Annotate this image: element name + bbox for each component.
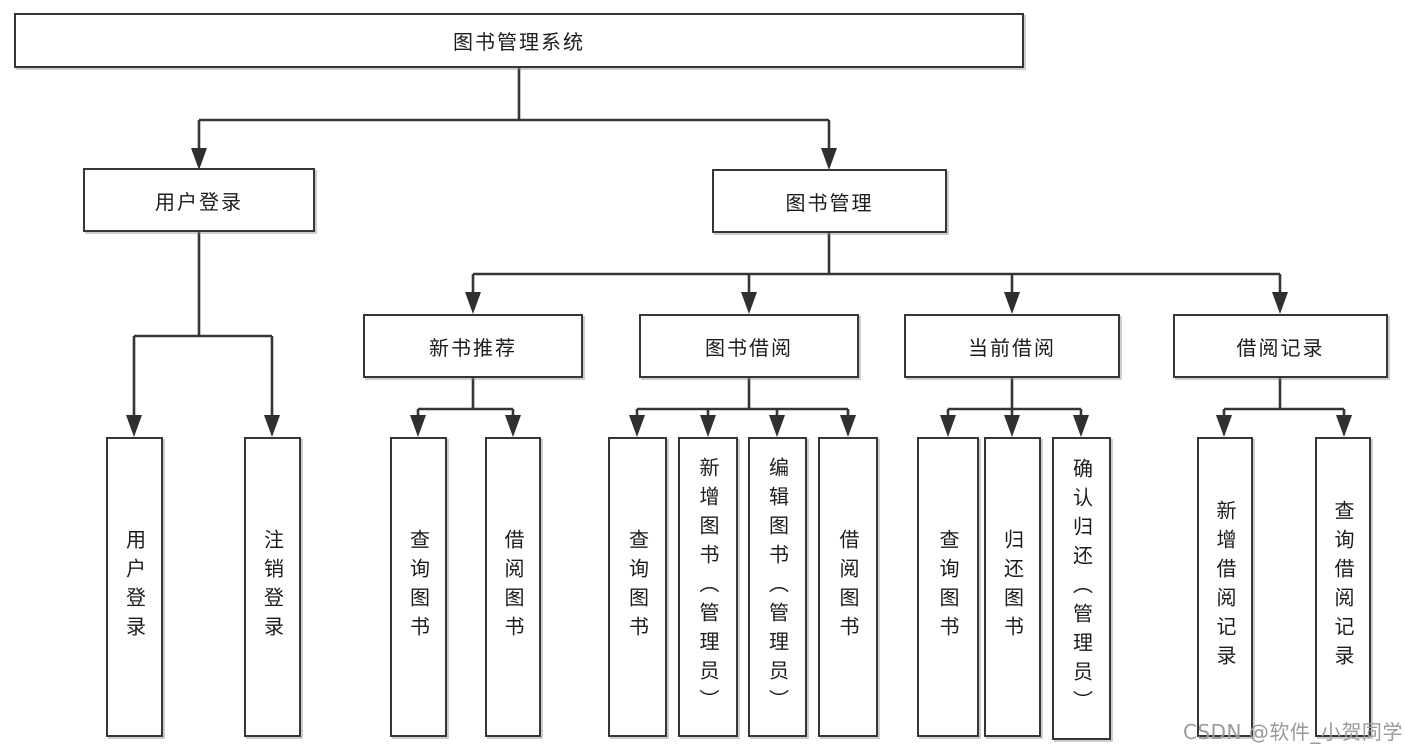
node-label: 用户登录 <box>155 189 243 214</box>
node-label: 图书管理系统 <box>453 30 585 54</box>
leaf-edit-books-admin: 编辑图书（管理员） <box>748 437 807 737</box>
node-label: 编辑图书（管理员） <box>765 456 790 718</box>
node-label: 新书推荐 <box>429 335 517 360</box>
node-label: 确认归还（管理员） <box>1069 458 1094 719</box>
node-new-book-recommendation: 新书推荐 <box>363 314 583 378</box>
node-label: 新增图书（管理员） <box>696 456 720 718</box>
node-borrowing-records: 借阅记录 <box>1173 314 1388 378</box>
leaf-query-books-current: 查询图书 <box>917 437 979 737</box>
node-label: 当前借阅 <box>968 335 1056 360</box>
node-label: 新增借阅记录 <box>1213 500 1237 674</box>
leaf-user-login: 用户登录 <box>106 437 163 737</box>
leaf-confirm-return-admin: 确认归还（管理员） <box>1052 437 1111 740</box>
node-book-management: 图书管理 <box>712 169 947 233</box>
node-current-borrowing: 当前借阅 <box>904 314 1120 378</box>
node-label: 借阅图书 <box>501 529 525 645</box>
node-label: 借阅图书 <box>836 529 860 645</box>
node-label: 查询借阅记录 <box>1331 500 1355 674</box>
node-user-login: 用户登录 <box>83 168 315 232</box>
node-label: 用户登录 <box>122 529 147 645</box>
leaf-return-books: 归还图书 <box>984 437 1041 737</box>
node-label: 图书管理 <box>785 190 874 215</box>
leaf-query-books-recommend: 查询图书 <box>390 437 447 737</box>
node-library-management-system: 图书管理系统 <box>14 13 1024 68</box>
leaf-logout-login: 注销登录 <box>244 437 301 737</box>
node-label: 归还图书 <box>1000 529 1025 645</box>
leaf-borrow-books-borrowing: 借阅图书 <box>818 437 878 737</box>
node-label: 查询图书 <box>936 529 960 645</box>
leaf-add-books-admin: 新增图书（管理员） <box>678 437 738 737</box>
leaf-borrow-books-recommend: 借阅图书 <box>485 437 541 737</box>
node-label: 查询图书 <box>406 529 431 645</box>
node-label: 图书借阅 <box>705 335 793 360</box>
leaf-query-books-borrowing: 查询图书 <box>608 437 667 737</box>
leaf-add-borrow-record: 新增借阅记录 <box>1197 437 1253 737</box>
node-book-borrowing: 图书借阅 <box>639 314 859 378</box>
node-label: 查询图书 <box>625 529 650 645</box>
watermark: CSDN @软件_小贺同学 <box>1183 720 1403 744</box>
leaf-query-borrow-record: 查询借阅记录 <box>1315 437 1371 737</box>
node-label: 注销登录 <box>260 529 285 645</box>
node-label: 借阅记录 <box>1236 335 1325 360</box>
